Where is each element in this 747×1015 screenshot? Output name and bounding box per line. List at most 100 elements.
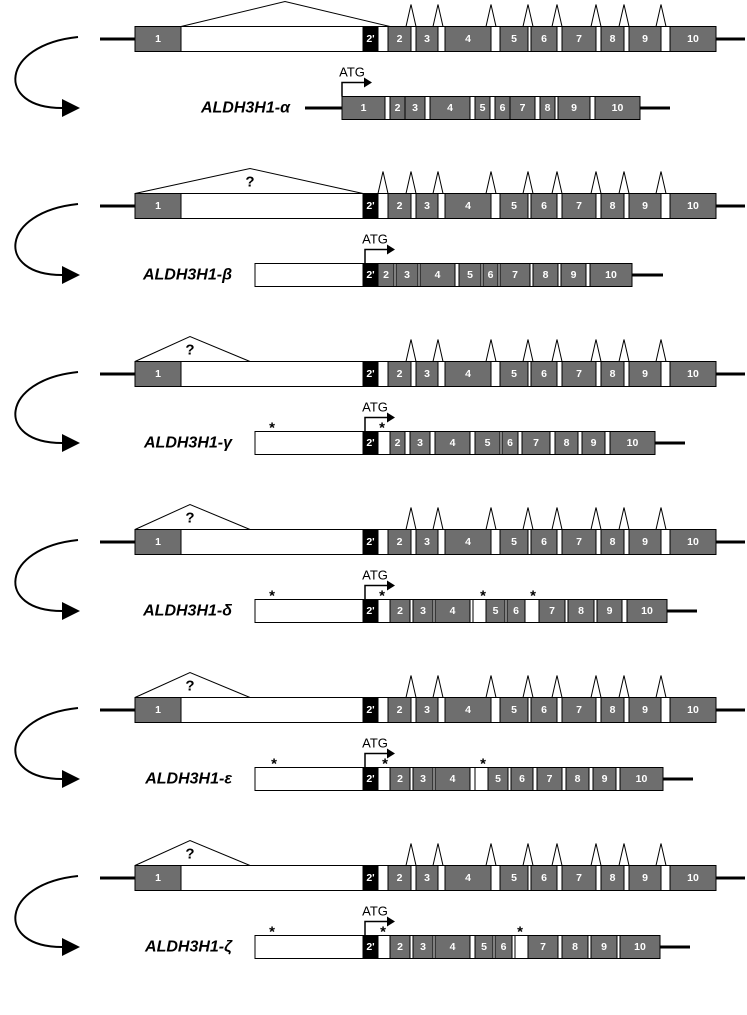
genomic-exon-label: 10	[687, 368, 699, 380]
genomic-exon-4	[444, 697, 492, 723]
transcript-exon-label: 2	[395, 437, 401, 449]
transcript-exon-label: 10	[641, 605, 653, 617]
genomic-exon-4	[444, 865, 492, 891]
genomic-intron-gap	[623, 361, 630, 387]
splice-junction-hat	[485, 171, 497, 194]
genomic-exon-2prime-label: 2'	[366, 33, 374, 45]
genomic-intron-gap	[410, 193, 417, 219]
genomic-intron-gap	[660, 26, 671, 52]
transcript-exon-9	[581, 431, 606, 455]
genomic-exon-label: 9	[642, 872, 648, 884]
genomic-exon-9	[628, 26, 662, 52]
transcript-exon-3	[412, 767, 434, 791]
transcript-exon-10	[619, 767, 664, 791]
genomic-intron-gap	[437, 529, 446, 555]
genomic-exon-4	[444, 193, 492, 219]
transcript-exon-2	[389, 431, 406, 455]
genomic-intron-gap	[437, 865, 446, 891]
transcript-exon-label: 6	[519, 773, 525, 785]
splice-junction-hat	[590, 171, 602, 194]
genomic-intron-gap	[437, 361, 446, 387]
premature-stop-marker: *	[379, 420, 385, 437]
genomic-intron-gap	[623, 865, 630, 891]
transcript-exon-label: 3	[420, 773, 426, 785]
genomic-exon-10	[669, 529, 717, 555]
genomic-intron-gap	[595, 865, 602, 891]
genomic-exon-5	[499, 697, 529, 723]
genomic-exon-label: 4	[465, 200, 471, 212]
genomic-exon-label: 6	[541, 536, 547, 548]
splice-junction-hat	[590, 843, 602, 866]
genomic-intron-gap	[490, 529, 501, 555]
genomic-exon-7	[561, 193, 597, 219]
genomic-exon-10	[669, 361, 717, 387]
start-codon-arrow	[364, 416, 389, 432]
genomic-exon-label: 8	[610, 368, 616, 380]
splice-junction-hat	[551, 507, 563, 530]
transcript-exon-label: 9	[571, 102, 577, 114]
splice-junction-hat	[405, 675, 417, 698]
splice-junction-hat	[590, 507, 602, 530]
genomic-exon-2	[387, 865, 412, 891]
splice-arrow-head	[62, 770, 80, 788]
genomic-exon-label: 10	[687, 200, 699, 212]
genomic-exon-6	[530, 26, 558, 52]
genomic-exon-5	[499, 529, 529, 555]
genomic-exon-7	[561, 26, 597, 52]
splice-junction-hat	[432, 507, 444, 530]
splice-junction-hat	[432, 843, 444, 866]
genomic-exon-2	[387, 529, 412, 555]
transcript-exon-6	[482, 263, 499, 287]
start-codon-arrow	[341, 81, 366, 97]
splice-junction-hat	[618, 507, 630, 530]
genomic-exon-label: 5	[511, 704, 517, 716]
premature-stop-marker: *	[530, 588, 536, 605]
genomic-intron-gap	[595, 529, 602, 555]
genomic-intron-1	[180, 193, 364, 219]
splice-junction-hat	[655, 507, 667, 530]
genomic-exon-10	[669, 865, 717, 891]
transcript-exon-label: 10	[636, 773, 648, 785]
genomic-exon-label: 8	[610, 33, 616, 45]
splice-junction-major	[134, 503, 251, 530]
transcript-exon-3	[404, 96, 426, 120]
genomic-exon-8	[600, 697, 625, 723]
transcript-exon-label: 5	[467, 269, 473, 281]
genomic-exon-3	[415, 361, 439, 387]
genomic-exon-label: 4	[465, 368, 471, 380]
transcript-exon-label: 6	[513, 605, 519, 617]
genomic-exon-1	[134, 697, 182, 723]
genomic-intron-gap	[556, 361, 563, 387]
transcript-exon-7	[536, 767, 563, 791]
genomic-exon-label: 2	[397, 704, 403, 716]
genomic-exon-3	[415, 529, 439, 555]
premature-stop-marker: *	[517, 924, 523, 941]
genomic-exon-2prime-label: 2'	[366, 704, 374, 716]
genomic-exon-label: 9	[642, 536, 648, 548]
transcript-exon-label: 6	[501, 941, 507, 953]
splice-arrow-curve	[14, 36, 79, 109]
start-codon-label: ATG	[339, 65, 365, 80]
genomic-exon-3	[415, 865, 439, 891]
genomic-exon-7	[561, 529, 597, 555]
genomic-intron-1	[180, 529, 364, 555]
premature-stop-marker: *	[271, 756, 277, 773]
genomic-exon-9	[628, 529, 662, 555]
start-codon-label: ATG	[362, 400, 388, 415]
start-codon-arrow	[364, 584, 389, 600]
genomic-exon-4	[444, 26, 492, 52]
transcript-exon-6	[494, 935, 513, 959]
genomic-exon-4	[444, 529, 492, 555]
genomic-intron-gap	[377, 865, 389, 891]
splice-junction-hat	[618, 675, 630, 698]
genomic-exon-label: 3	[424, 368, 430, 380]
premature-stop-marker: *	[380, 924, 386, 941]
transcript-exon-label: 9	[602, 773, 608, 785]
splice-junction-hat	[522, 675, 534, 698]
genomic-exon-10	[669, 26, 717, 52]
